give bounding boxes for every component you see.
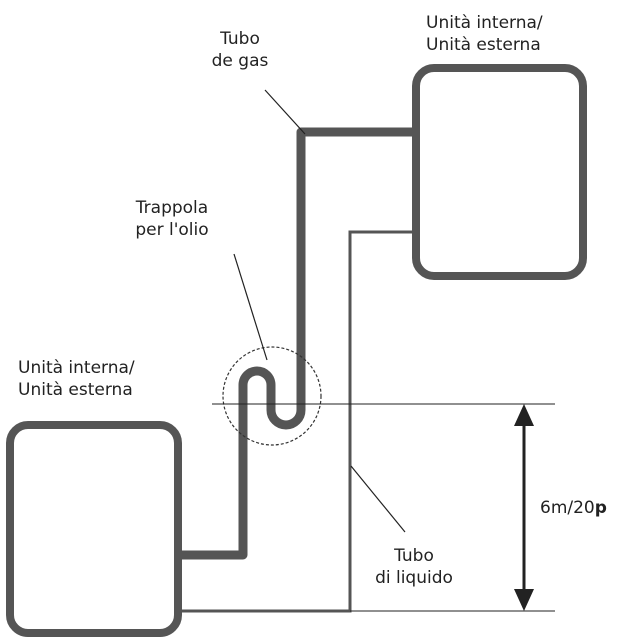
height-unit: p (594, 498, 607, 518)
liquid-pipe-leader (350, 465, 406, 533)
height-label: 6m/20p (540, 497, 607, 519)
oil-trap-leader (233, 253, 268, 361)
oil-trap-label: Trappola per l'olio (135, 198, 209, 241)
height-arrow-head-top (514, 404, 534, 426)
lower-unit-label: Unità interna/ Unità esterna (18, 358, 135, 401)
gas-pipe-leader (264, 89, 306, 135)
lower-unit-box (6, 421, 182, 637)
gas-pipe-label: Tubo de gas (211, 29, 269, 72)
height-arrow-head-bottom (514, 589, 534, 611)
oil-trap-circle (222, 346, 322, 446)
liquid-pipe-label: Tubo di liquido (375, 546, 453, 589)
gas-pipe (178, 127, 416, 560)
upper-unit-label: Unità interna/ Unità esterna (426, 13, 543, 56)
liquid-pipe (178, 230, 416, 613)
height-value: 6m/20 (540, 498, 595, 518)
upper-unit-box (412, 64, 587, 280)
